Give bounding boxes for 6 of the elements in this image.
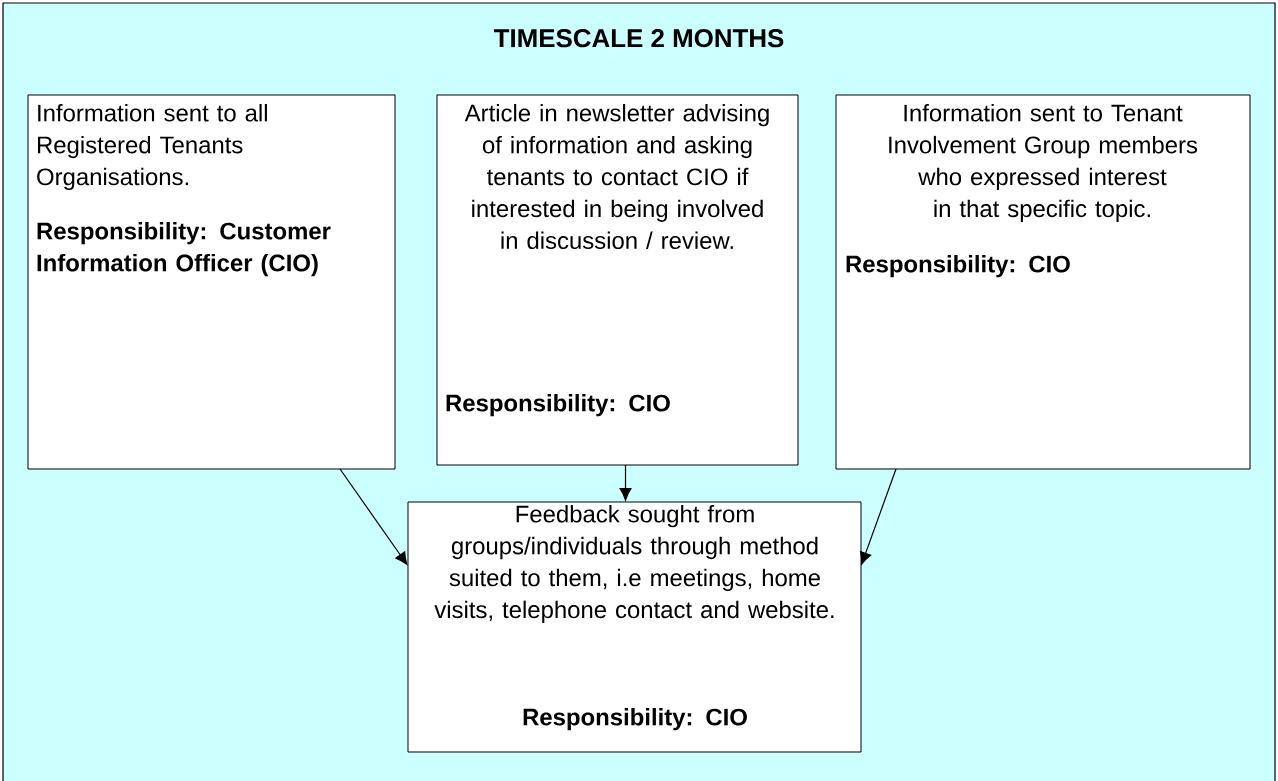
arrow [339,468,408,565]
text-box: Information sent to Tenant Involvement Group members who expressed interest in that specific topic. Responsibility: CIO [835,94,1251,470]
text-box: Information sent to all Registered Tenants Organisations. Responsibility: Customer Information Officer (CIO) [27,94,396,470]
arrow [859,468,897,565]
text-box: Feedback sought from groups/individuals through method suited to them, i.e meetings, home visits, telephone contact and website. Responsibility: CIO [407,501,862,753]
arrow [619,464,632,501]
